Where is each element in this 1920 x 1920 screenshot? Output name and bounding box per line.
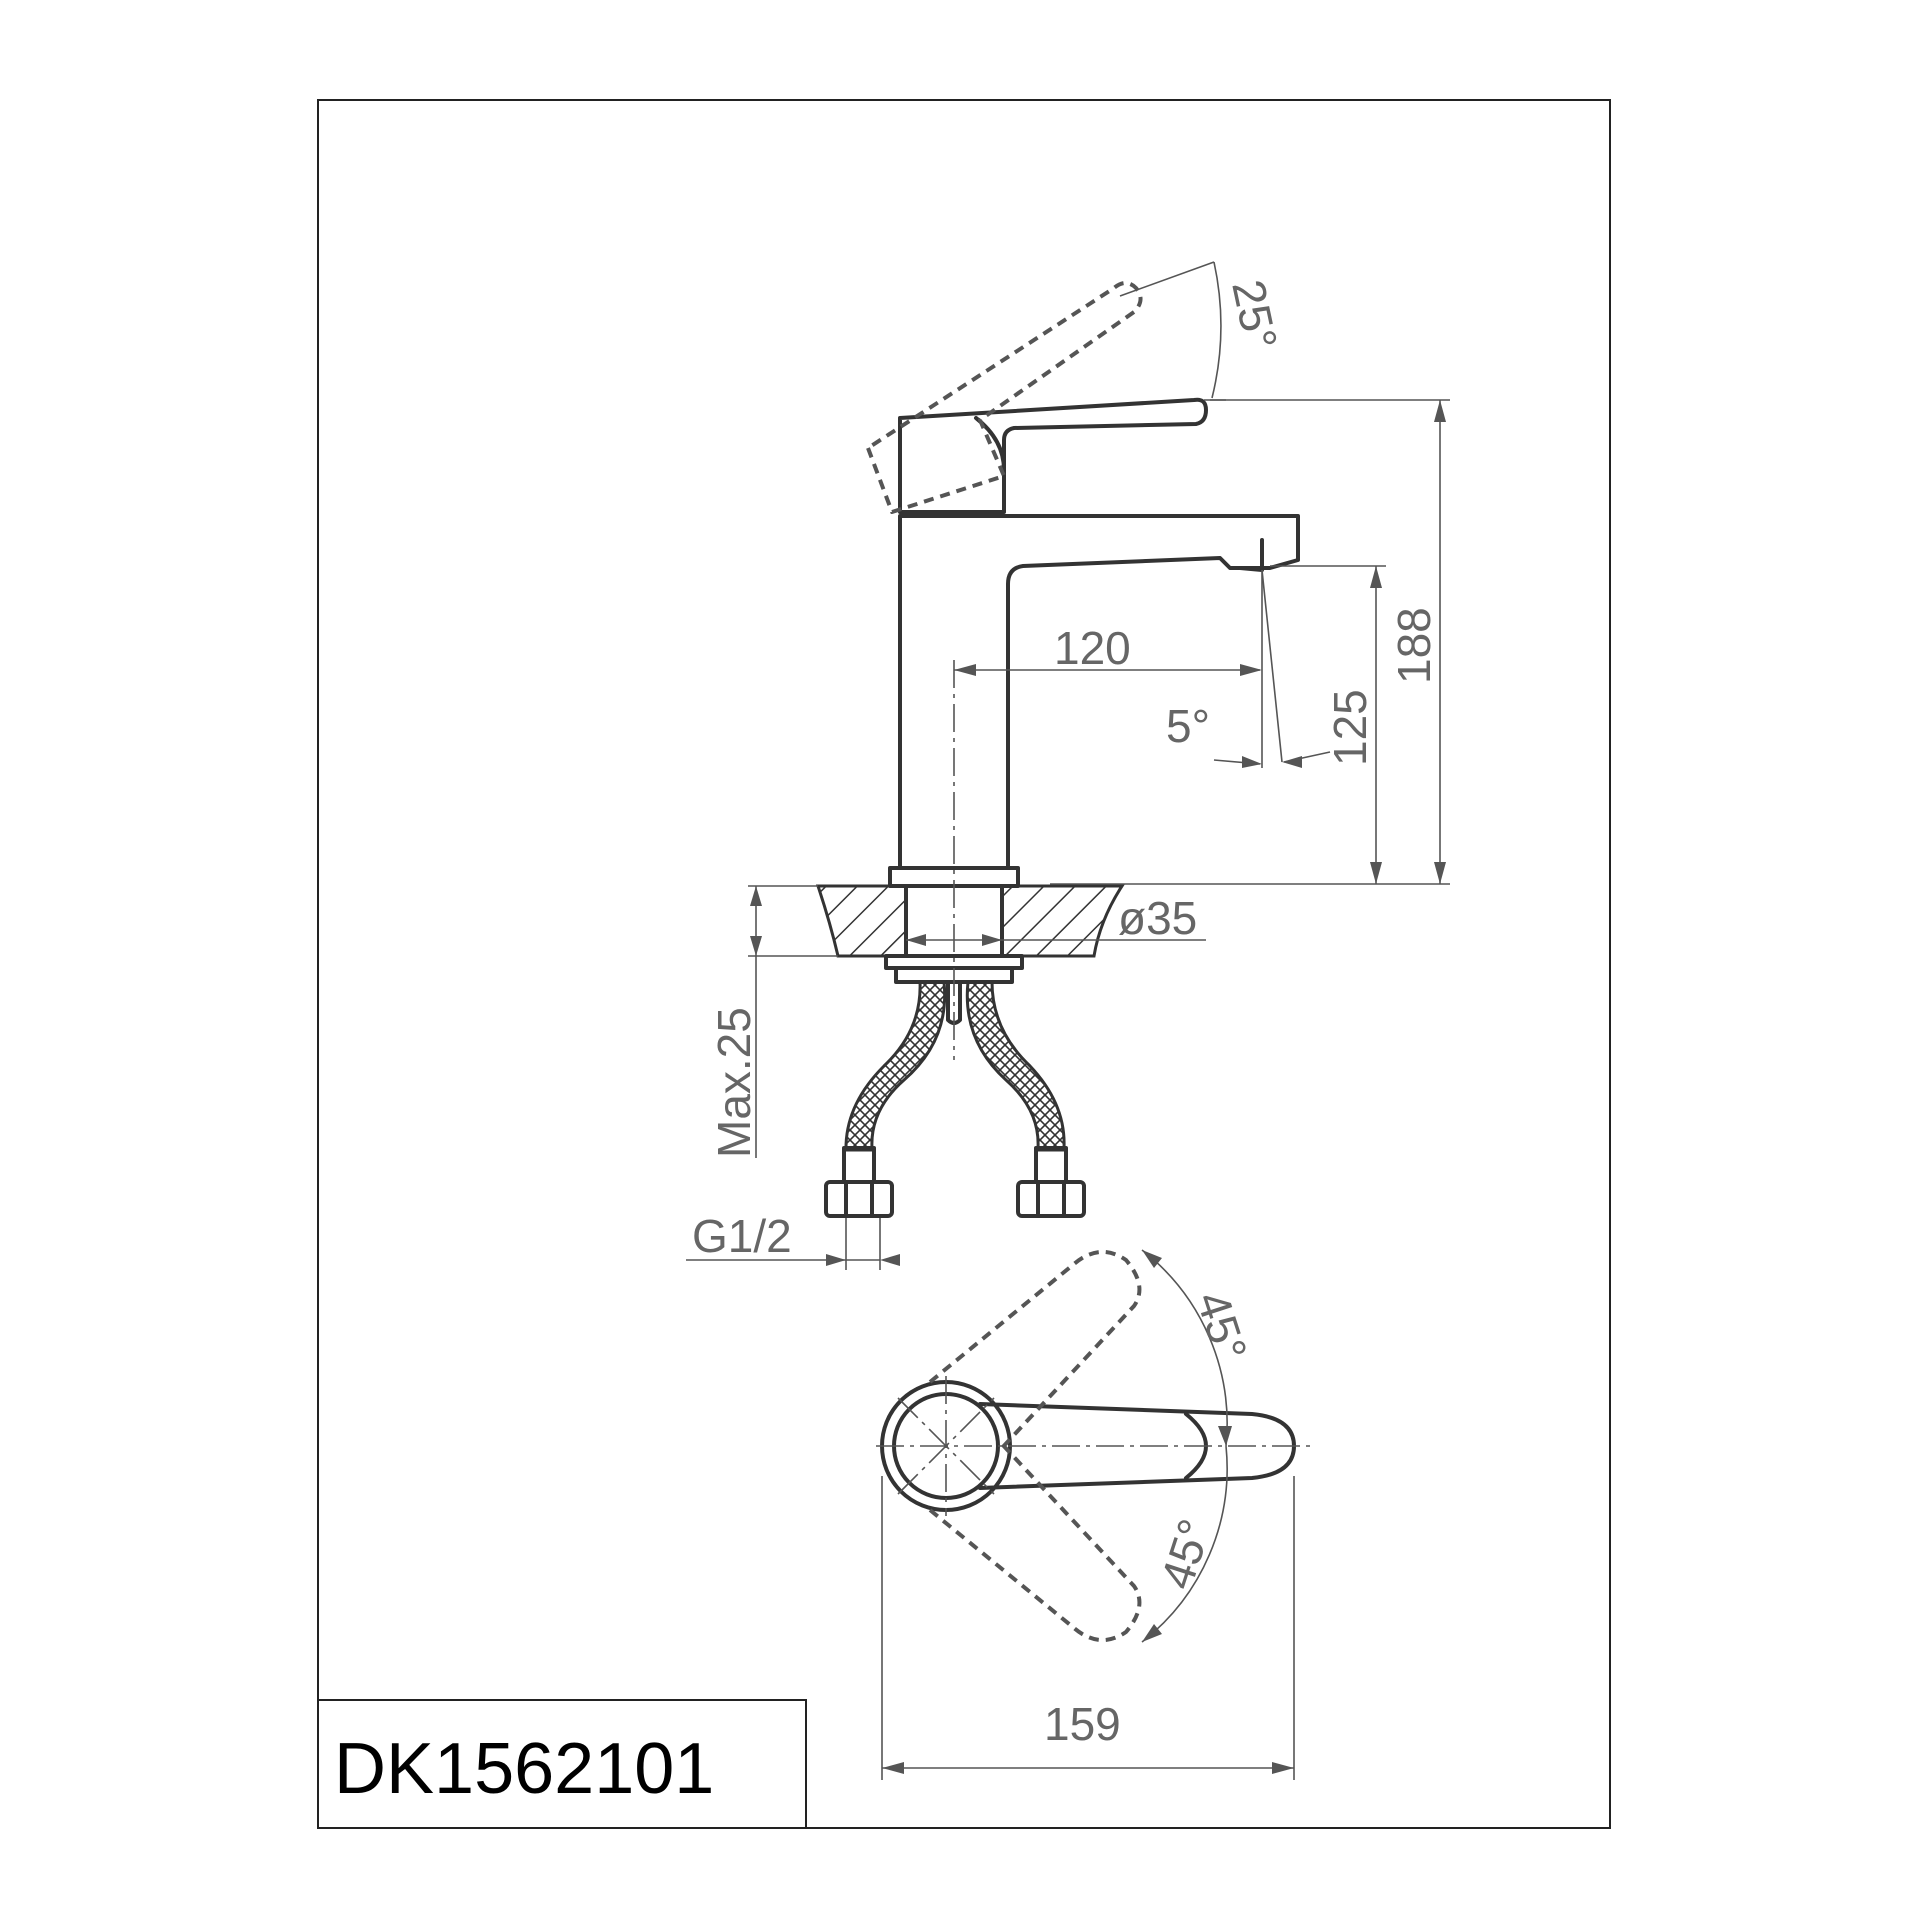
hose-left-nut: [824, 1180, 894, 1218]
faucet-plan-view: [876, 1250, 1310, 1642]
svg-text:Max.25: Max.25: [708, 1007, 760, 1158]
title-block: [317, 1699, 807, 1829]
svg-text:125: 125: [1324, 689, 1376, 766]
hoses: [824, 980, 1086, 1218]
faucet-side-view: [866, 281, 1300, 888]
dim-hose-thread: G1/2: [686, 1210, 900, 1270]
lever-handle: [898, 397, 1208, 514]
plan-lever-right-turn: [928, 1440, 1142, 1642]
svg-text:25°: 25°: [1222, 275, 1287, 354]
hose-left-ferrule: [842, 1146, 876, 1184]
dim-total-height: 188: [1050, 399, 1450, 885]
svg-text:5°: 5°: [1166, 700, 1210, 752]
hose-right-nut: [1016, 1180, 1086, 1218]
dim-lever-tilt: 25°: [1119, 261, 1288, 401]
svg-text:45°: 45°: [1186, 1285, 1257, 1367]
deck-left: [815, 884, 908, 958]
lever-recess: [974, 416, 1006, 472]
model-code: DK1562101: [334, 1729, 714, 1809]
hose-right: [965, 980, 1066, 1152]
drawing-frame: [317, 99, 1611, 1829]
hose-left: [844, 980, 947, 1152]
deck-right: [1000, 884, 1125, 958]
deck-section: [815, 884, 1125, 984]
aerator: [1238, 538, 1264, 572]
svg-text:188: 188: [1388, 607, 1440, 684]
dim-spout-angle: 5°: [1166, 569, 1331, 768]
dim-spout-height: 125: [1270, 565, 1386, 884]
svg-text:159: 159: [1044, 1698, 1121, 1750]
dim-hole-diameter: ø35: [906, 892, 1206, 946]
svg-text:ø35: ø35: [1118, 892, 1197, 944]
svg-text:G1/2: G1/2: [692, 1210, 792, 1262]
svg-text:45°: 45°: [1150, 1513, 1221, 1595]
dim-spout-reach: 120: [954, 570, 1263, 768]
hose-right-ferrule: [1034, 1146, 1068, 1184]
dim-plan-length: 159: [881, 1476, 1295, 1780]
plan-lever-left-turn: [928, 1250, 1142, 1452]
faucet-body: [898, 514, 1300, 870]
dim-max-deck: Max.25: [708, 885, 838, 1158]
svg-text:120: 120: [1054, 622, 1131, 674]
